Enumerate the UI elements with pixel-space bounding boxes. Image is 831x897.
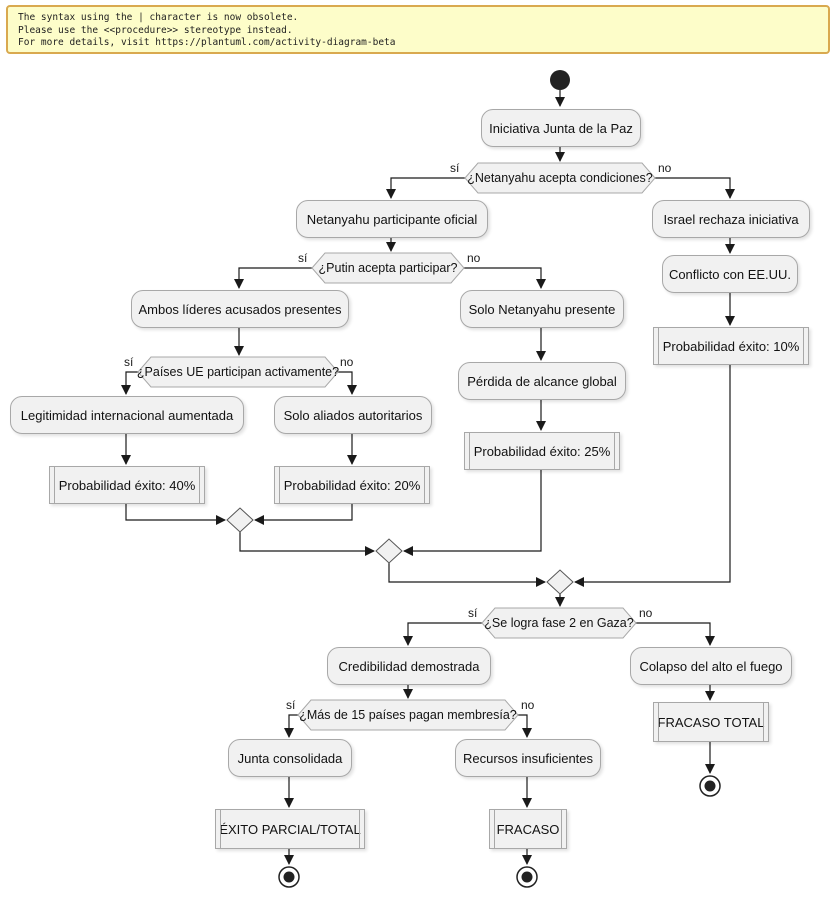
decision-fase2-gaza-shape bbox=[481, 607, 637, 639]
decision-membresia: ¿Más de 15 países pagan membresía? bbox=[299, 708, 517, 722]
branch-label-no: no bbox=[639, 606, 653, 620]
flow-arrow bbox=[574, 363, 731, 587]
flow-arrow bbox=[403, 468, 542, 556]
branch-label-no: no bbox=[467, 251, 481, 265]
flow-arrow-yes bbox=[403, 622, 482, 646]
note-line: Please use the <<procedure>> stereotype … bbox=[18, 24, 293, 36]
flow-arrow bbox=[388, 563, 546, 587]
branch-label-no: no bbox=[521, 698, 535, 712]
procedure-prob-exito-25: Probabilidad éxito: 25% bbox=[464, 432, 620, 470]
flow-arrow-yes bbox=[284, 714, 298, 738]
activity-colapso-alto-fuego: Colapso del alto el fuego bbox=[630, 647, 792, 685]
procedure-fracaso-total: FRACASO TOTAL bbox=[653, 702, 769, 742]
activity-recursos-insuficientes: Recursos insuficientes bbox=[455, 739, 601, 777]
activity-solo-aliados: Solo aliados autoritarios bbox=[274, 396, 432, 434]
decision-putin-acepta-shape bbox=[311, 252, 465, 284]
branch-label-no: no bbox=[658, 161, 672, 175]
merge-diamond bbox=[546, 569, 574, 595]
note-line: For more details, visit https://plantuml… bbox=[18, 37, 396, 48]
decision-fase2-gaza: ¿Se logra fase 2 en Gaza? bbox=[484, 616, 634, 630]
activity-ambos-lideres: Ambos líderes acusados presentes bbox=[131, 290, 349, 328]
flow-arrow-yes bbox=[121, 371, 138, 395]
procedure-exito-parcial-total: ÉXITO PARCIAL/TOTAL bbox=[215, 809, 365, 849]
activity-credibilidad: Credibilidad demostrada bbox=[327, 647, 491, 685]
decision-membresia-shape bbox=[297, 699, 519, 731]
activity-junta-consolidada: Junta consolidada bbox=[228, 739, 352, 777]
flow-arrow-no bbox=[655, 177, 735, 199]
activity-israel-rechaza: Israel rechaza iniciativa bbox=[652, 200, 810, 238]
activity-conflicto-eeuu: Conflicto con EE.UU. bbox=[662, 255, 798, 293]
end-node bbox=[278, 866, 300, 888]
activity-legitimidad: Legitimidad internacional aumentada bbox=[10, 396, 244, 434]
merge-diamond bbox=[375, 538, 403, 564]
branch-label-yes: sí bbox=[286, 698, 296, 712]
activity-perdida-alcance: Pérdida de alcance global bbox=[458, 362, 626, 400]
flow-arrow bbox=[125, 502, 226, 525]
branch-label-yes: sí bbox=[450, 161, 460, 175]
decision-netanyahu-acepta: ¿Netanyahu acepta condiciones? bbox=[467, 171, 653, 185]
procedure-prob-exito-40: Probabilidad éxito: 40% bbox=[49, 466, 205, 504]
note-line: The syntax using the | character is now … bbox=[18, 12, 299, 23]
decision-paises-ue-shape bbox=[137, 356, 339, 388]
decision-putin-acepta: ¿Putin acepta participar? bbox=[318, 261, 458, 275]
procedure-prob-exito-10: Probabilidad éxito: 10% bbox=[653, 327, 809, 365]
syntax-warning-note: The syntax using the | character is now … bbox=[6, 5, 830, 54]
decision-paises-ue: ¿Países UE participan activamente? bbox=[136, 365, 340, 379]
start-node bbox=[550, 70, 570, 90]
branch-label-yes: sí bbox=[468, 606, 478, 620]
flow-arrow-yes bbox=[386, 177, 465, 199]
flow-arrow-no bbox=[636, 622, 715, 646]
end-node bbox=[516, 866, 538, 888]
activity-netanyahu-oficial: Netanyahu participante oficial bbox=[296, 200, 488, 238]
branch-label-yes: sí bbox=[298, 251, 308, 265]
flow-arrows bbox=[121, 90, 735, 865]
branch-label-no: no bbox=[340, 355, 354, 369]
activity-solo-netanyahu: Solo Netanyahu presente bbox=[460, 290, 624, 328]
merge-diamond bbox=[226, 507, 254, 533]
flow-arrow bbox=[239, 532, 375, 556]
end-node bbox=[699, 775, 721, 797]
flow-arrow-no bbox=[464, 267, 546, 289]
activity-iniciativa-junta: Iniciativa Junta de la Paz bbox=[481, 109, 641, 147]
procedure-fracaso: FRACASO bbox=[489, 809, 567, 849]
flow-arrow bbox=[254, 502, 353, 525]
flow-arrow-no bbox=[518, 714, 532, 738]
procedure-prob-exito-20: Probabilidad éxito: 20% bbox=[274, 466, 430, 504]
flow-arrow-yes bbox=[234, 267, 312, 289]
branch-label-yes: sí bbox=[124, 355, 134, 369]
flow-arrow-no bbox=[338, 371, 357, 395]
decision-netanyahu-acepta-shape bbox=[464, 162, 656, 194]
